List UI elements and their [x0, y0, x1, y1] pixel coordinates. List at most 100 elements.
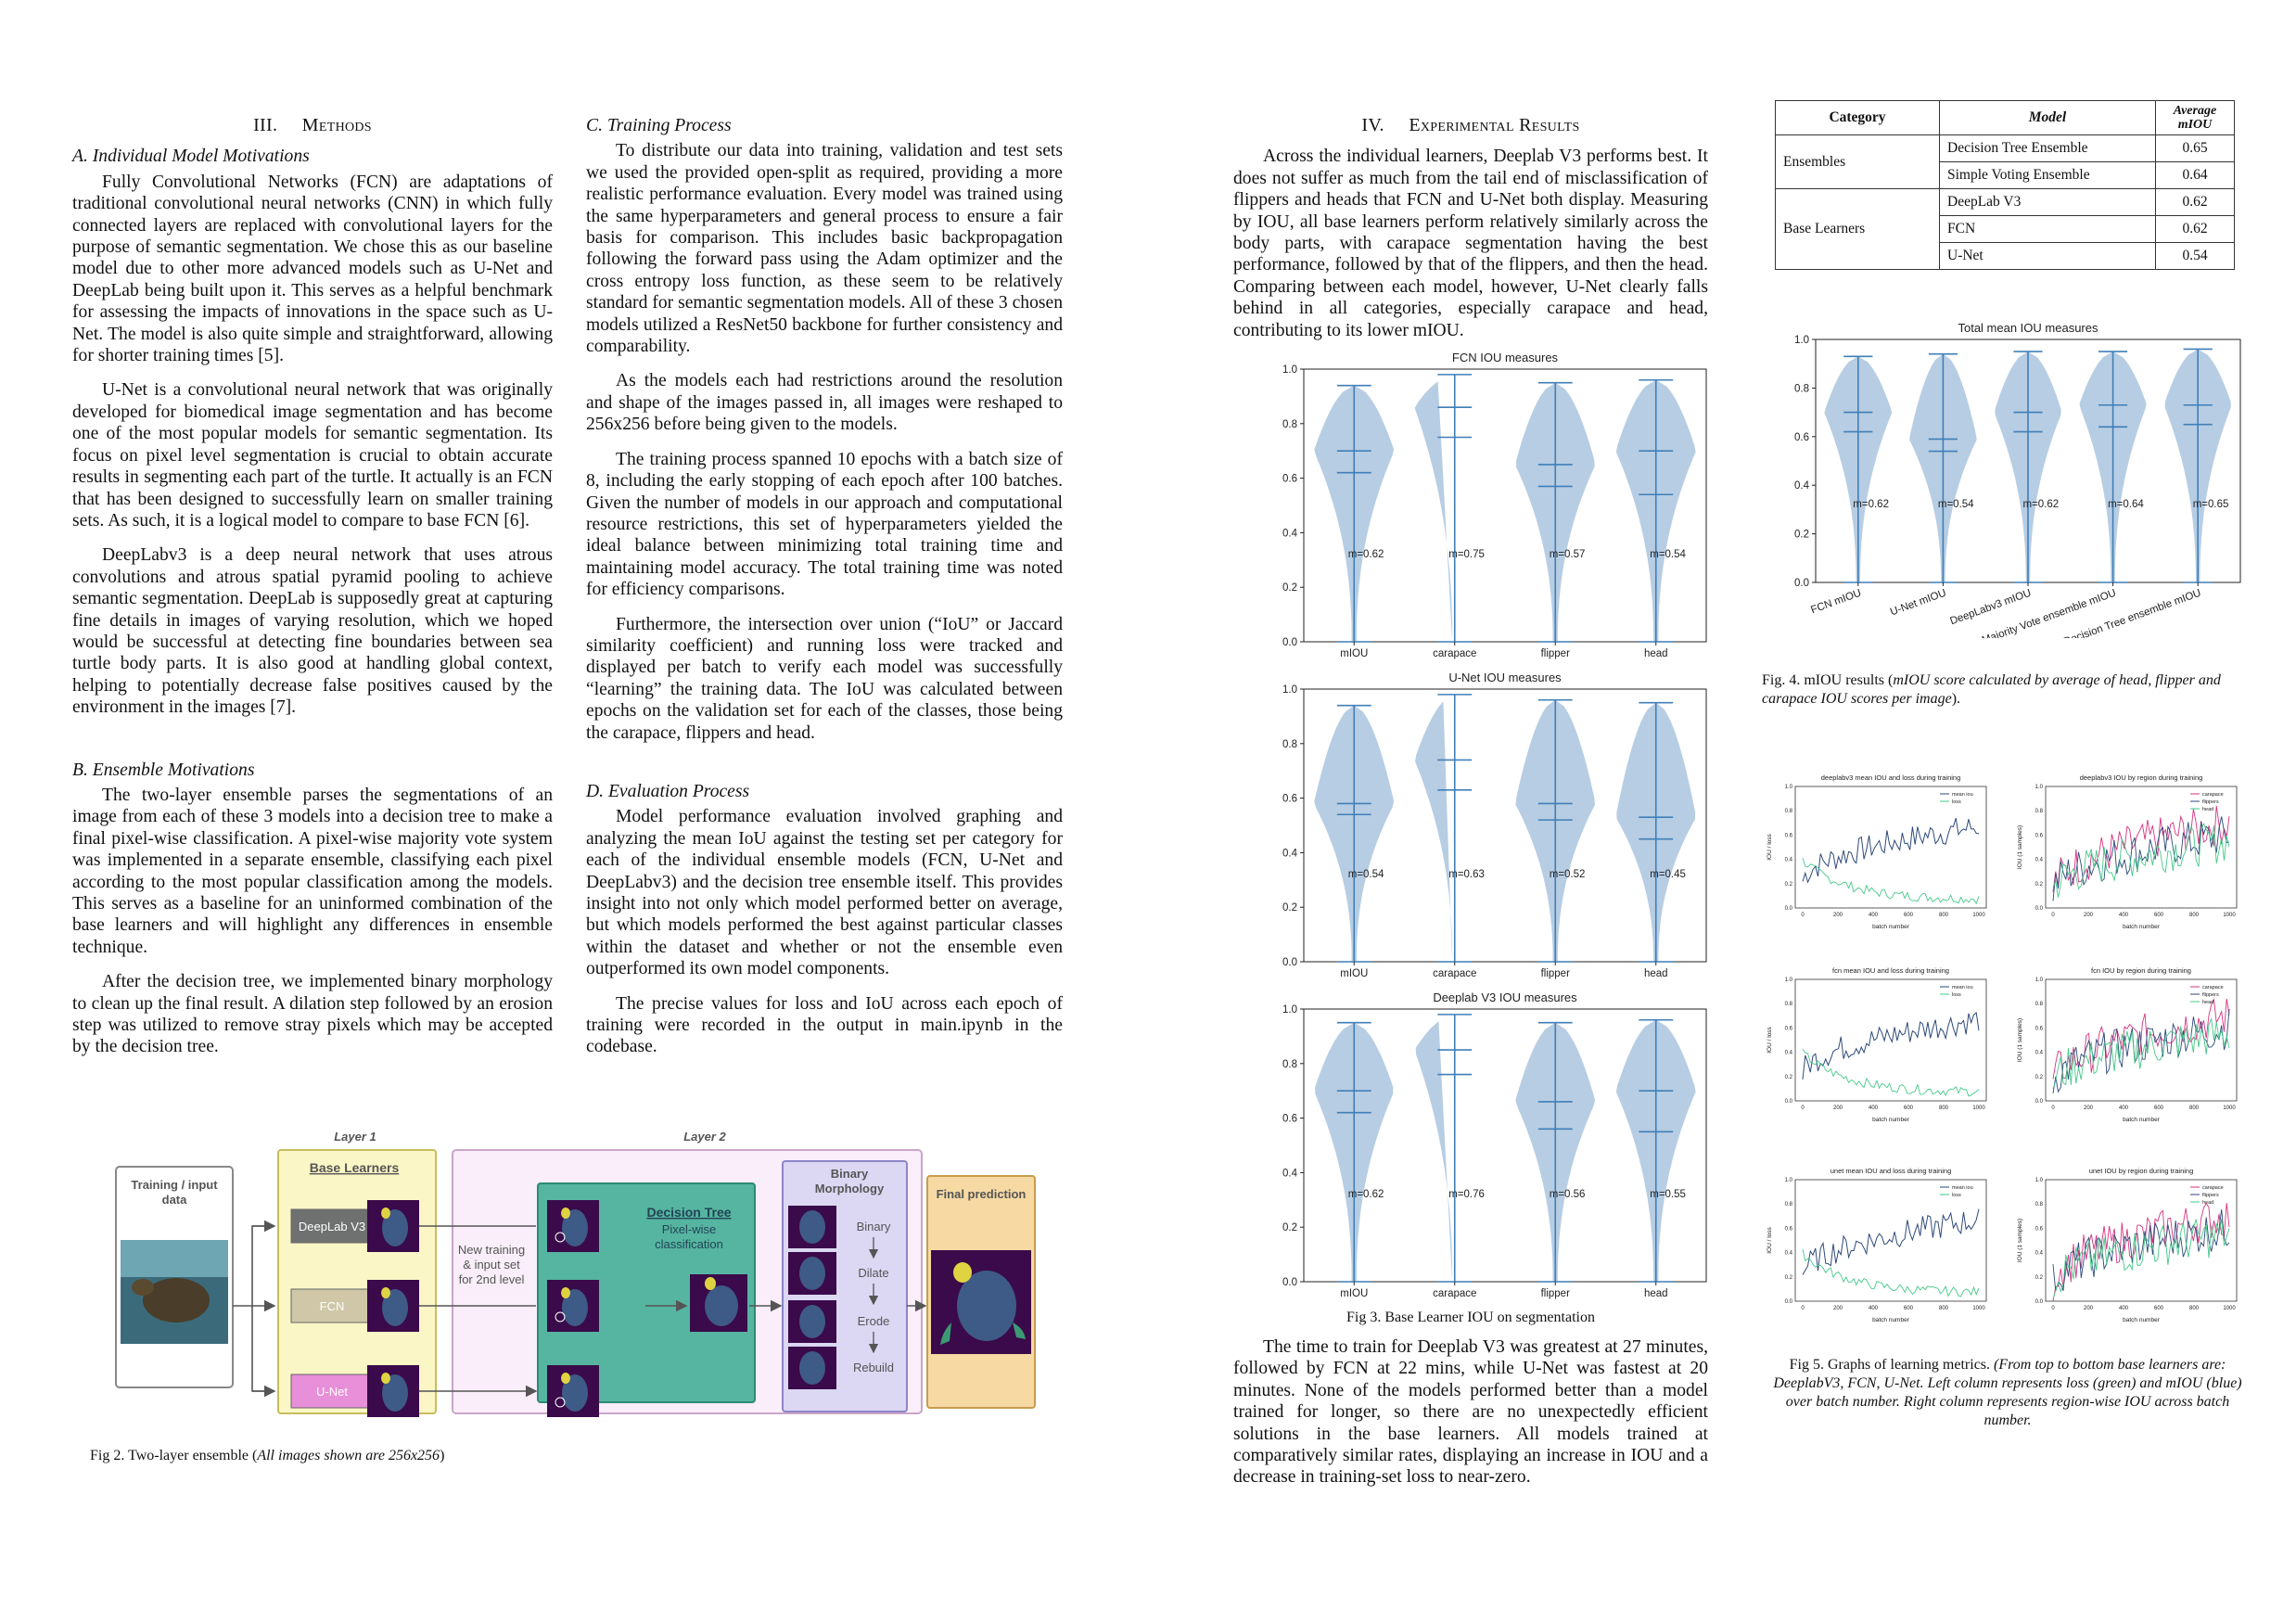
- mini-ytick: 1.0: [2035, 785, 2044, 790]
- mini-ytick: 0.2: [1785, 1075, 1793, 1080]
- mini-xtick: 200: [2084, 1306, 2094, 1311]
- mini-xtick: 600: [1904, 1306, 1914, 1311]
- table-cell-miou: 0.64: [2155, 161, 2235, 189]
- table-cell-category: Base Learners: [1775, 188, 1940, 270]
- mini-ytick: 0.8: [2035, 809, 2044, 814]
- legend-label: carapace: [2202, 792, 2224, 798]
- table-header: Average mIOU: [2155, 100, 2235, 135]
- legend-label: loss: [1952, 992, 1961, 998]
- mini-ylabel: IOU / loss: [1767, 833, 1773, 860]
- mini-xlabel: batch number: [1872, 924, 1910, 930]
- mask-body: [562, 1289, 588, 1326]
- mini-series-line: [1802, 817, 1980, 884]
- morph-step-label: Binary: [857, 1220, 891, 1233]
- mini-ylabel: IOU / loss: [1767, 1226, 1773, 1253]
- x-tick-label: flipper: [1541, 968, 1570, 979]
- turtle-photo-body: [143, 1278, 210, 1323]
- training-curve-chart: unet IOU by region during trainingbatch …: [2017, 1167, 2238, 1323]
- mini-ytick: 0.4: [1785, 1051, 1793, 1056]
- layer1-label: Layer 1: [334, 1130, 376, 1144]
- plot-frame: [1303, 368, 1707, 643]
- x-tick-label: carapace: [1433, 968, 1476, 979]
- legend-label: head: [2202, 1000, 2213, 1005]
- mini-ytick: 0.2: [2035, 1275, 2044, 1281]
- mini-xtick: 0: [1801, 1306, 1805, 1311]
- mini-xtick: 600: [2154, 1306, 2164, 1311]
- mini-ytick: 1.0: [1785, 1178, 1793, 1183]
- mini-ytick: 0.0: [2035, 906, 2044, 912]
- learner-box: [290, 1288, 374, 1323]
- mini-ytick: 0.6: [2035, 1026, 2044, 1031]
- y-tick-label: 0.4: [1282, 528, 1298, 539]
- legend-label: carapace: [2202, 985, 2224, 990]
- mini-chart-title: fcn IOU by region during training: [2091, 966, 2191, 975]
- subsection-d-title: D. Evaluation Process: [586, 781, 750, 801]
- y-tick-label: 1.0: [1282, 364, 1297, 376]
- paragraph: Across the individual learners, Deeplab …: [1233, 147, 1708, 340]
- mask-head: [561, 1373, 570, 1384]
- table-cell-model: Simple Voting Ensemble: [1939, 161, 2156, 189]
- y-tick-label: 0.2: [1282, 1222, 1297, 1233]
- paragraph: The two-layer ensemble parses the segmen…: [72, 785, 553, 957]
- mini-xtick: 0: [2051, 913, 2055, 918]
- mini-xtick: 200: [1833, 913, 1843, 918]
- x-tick-label: U-Net mIOU: [1889, 588, 1948, 619]
- x-tick-label: mIOU: [1340, 1288, 1368, 1299]
- mini-ytick: 0.0: [1785, 1299, 1793, 1305]
- mini-chart-title: unet IOU by region during training: [2089, 1167, 2194, 1175]
- subsection-c-title: C. Training Process: [586, 116, 732, 135]
- median-label: m=0.63: [1448, 869, 1485, 880]
- mini-ylabel: IOU (1 samples): [2017, 825, 2023, 869]
- violin-body: [1415, 701, 1453, 962]
- table-header: Model: [1939, 100, 2156, 135]
- legend-label: head: [2202, 1200, 2213, 1206]
- mini-ytick: 0.8: [1785, 1002, 1793, 1007]
- median-label: m=0.56: [1550, 1189, 1586, 1200]
- mask-head: [561, 1287, 570, 1298]
- mini-series-line: [1802, 1248, 1980, 1297]
- y-tick-label: 0.0: [1282, 637, 1297, 648]
- y-tick-label: 0.6: [1282, 474, 1297, 485]
- table-cell-category: Ensembles: [1775, 134, 1940, 189]
- mini-xtick: 400: [2119, 1105, 2129, 1111]
- mini-ytick: 0.2: [1785, 882, 1793, 888]
- median-label: m=0.57: [1550, 549, 1586, 560]
- chart-title: U-Net IOU measures: [1448, 671, 1562, 684]
- y-tick-label: 0.8: [1282, 739, 1297, 750]
- mini-ytick: 0.6: [1785, 1026, 1793, 1031]
- mask-head: [381, 1208, 390, 1219]
- paragraph: Fully Convolutional Networks (FCN) are a…: [72, 172, 553, 366]
- median-label: m=0.65: [2193, 499, 2229, 510]
- mini-ytick: 0.0: [2035, 1099, 2044, 1105]
- mini-ytick: 0.4: [1785, 858, 1793, 863]
- mini-xtick: 800: [2189, 1105, 2200, 1111]
- legend-label: carapace: [2202, 1185, 2224, 1191]
- violin-body: [1415, 1021, 1453, 1282]
- mini-series-line: [2052, 816, 2230, 901]
- median-label: m=0.64: [2108, 499, 2144, 510]
- table-cell-model: FCN: [1939, 215, 2156, 243]
- table-cell-miou: 0.54: [2155, 242, 2235, 270]
- fig5-caption: Fig 5. Graphs of learning metrics. (From…: [1773, 1357, 2242, 1428]
- mini-series-line: [2052, 1208, 2230, 1292]
- mini-ytick: 0.2: [2035, 882, 2044, 888]
- median-label: m=0.75: [1448, 549, 1485, 560]
- y-tick-label: 0.8: [1794, 383, 1809, 394]
- mini-ytick: 0.2: [2035, 1075, 2044, 1080]
- median-label: m=0.54: [1348, 869, 1384, 880]
- mini-xtick: 200: [2084, 1105, 2094, 1111]
- fig4-caption: Fig. 4. mIOU results (mIOU score calcula…: [1762, 672, 2221, 707]
- median-label: m=0.62: [1348, 549, 1384, 560]
- y-tick-label: 1.0: [1282, 1004, 1297, 1016]
- mini-ylabel: IOU / loss: [1767, 1026, 1773, 1053]
- mini-xtick: 600: [2154, 1105, 2164, 1111]
- paragraph: The precise values for loss and IoU acro…: [586, 993, 1063, 1057]
- mask-head: [381, 1287, 390, 1298]
